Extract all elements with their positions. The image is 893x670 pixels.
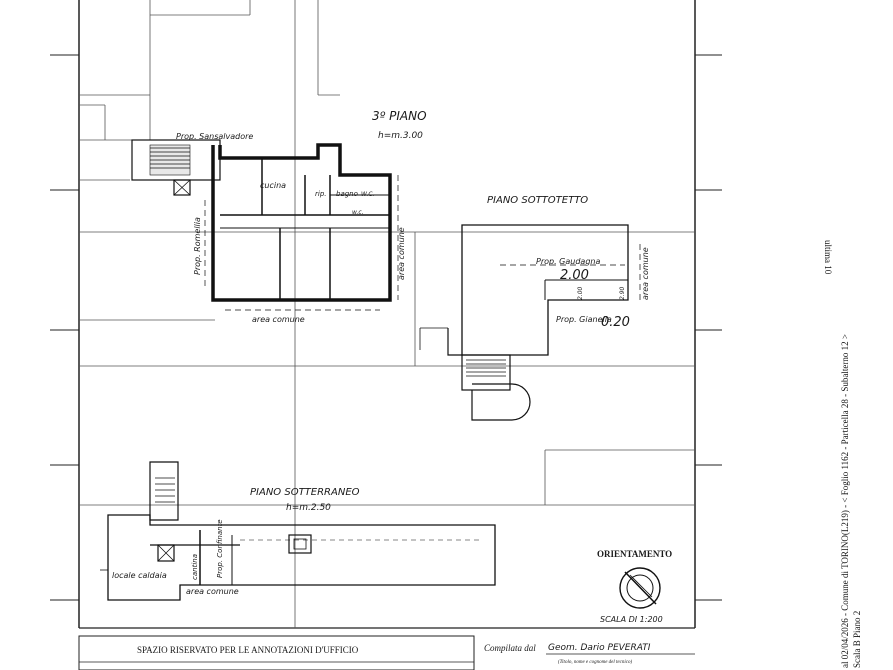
label-bagno: bagno — [336, 190, 358, 198]
label-area-comune-attic: area comune — [641, 247, 650, 300]
label-wc2: w.c. — [352, 209, 364, 216]
dim-2-00: 2.00 — [560, 268, 589, 283]
compiler-name: Geom. Dario PEVERATI — [548, 643, 651, 653]
label-area-comune-third: area comune — [252, 315, 305, 324]
compilata-label: Compilata dal — [484, 643, 536, 653]
sheet-frame — [50, 0, 722, 629]
label-rip: rip. — [315, 190, 327, 198]
attic-plan — [419, 224, 641, 421]
orientation-title: ORIENTAMENTO — [597, 549, 672, 559]
margin-line-scala: Scala B Piano 2 — [852, 611, 862, 668]
third-floor-title: 3º PIANO — [372, 109, 427, 123]
site-lines — [79, 0, 695, 628]
label-prop-romellia: Prop. Romellia — [193, 217, 202, 275]
footer: SPAZIO RISERVATO PER LE ANNOTAZIONI D'UF… — [78, 635, 695, 670]
label-wc1: W.C. — [361, 191, 375, 198]
basement-title: PIANO SOTTERRANEO — [250, 487, 360, 498]
label-prop-gaudagna: Prop. Gaudagna — [536, 257, 600, 266]
scale-label: SCALA DI 1:200 — [600, 615, 663, 624]
office-annotations-label: SPAZIO RISERVATO PER LE ANNOTAZIONI D'UF… — [137, 645, 359, 655]
label-prop-gianella: Prop. Gianella — [556, 315, 612, 324]
label-area-comune-base: area comune — [186, 587, 239, 596]
margin-line-cadastral: al 02/04/2026 - Comune di TORINO(L219) -… — [840, 334, 850, 668]
basement-plan — [100, 461, 496, 601]
orientation-block: ORIENTAMENTO SCALA DI 1:200 — [597, 549, 672, 624]
dim-small-2: 2.90 — [619, 286, 626, 300]
third-floor-plan — [131, 139, 399, 311]
label-locale-caldaia: locale caldaia — [112, 571, 167, 580]
margin-line-ultima: ultima 10 — [823, 240, 833, 275]
compass-icon — [619, 567, 661, 609]
office-annotations-box — [78, 635, 475, 670]
label-cantina: cantina — [191, 554, 199, 580]
dim-small-1: 2.00 — [577, 286, 584, 300]
compiler-note: (Titolo, nome e cognome del tecnico) — [558, 660, 632, 665]
label-area-comune-vertical: area comune — [397, 227, 406, 280]
third-floor-height: h=m.3.00 — [378, 131, 423, 141]
label-prop-confinante: Prop. Confinante — [216, 519, 224, 578]
plan-labels: 3º PIANO h=m.3.00 Prop. Sansalvadore cuc… — [112, 109, 650, 596]
basement-height: h=m.2.50 — [286, 503, 331, 513]
attic-title: PIANO SOTTOTETTO — [487, 195, 588, 206]
dim-0-20: 0.20 — [601, 315, 630, 330]
label-cucina: cucina — [260, 181, 286, 190]
label-prop-sansalvadore: Prop. Sansalvadore — [176, 132, 253, 141]
margin-text: al 02/04/2026 - Comune di TORINO(L219) -… — [823, 240, 862, 668]
